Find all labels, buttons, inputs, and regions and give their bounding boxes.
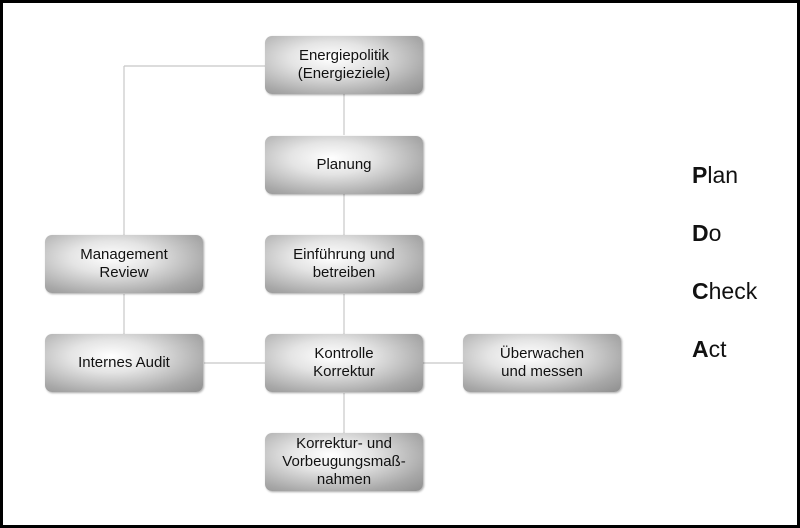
pdca-plan: Plan [692,161,738,189]
pdca-plan-initial: P [692,162,708,188]
box-ueberwachen: Überwachen und messen [463,334,621,392]
pdca-plan-rest: lan [707,162,739,188]
pdca-act-initial: A [692,336,709,362]
box-internes-audit: Internes Audit [45,334,203,392]
pdca-check: Check [692,277,757,305]
box-energiepolitik: Energiepolitik (Energieziele) [265,36,423,94]
pdca-check-initial: C [692,278,709,304]
pdca-do-rest: o [708,220,722,246]
pdca-act: Act [692,335,727,363]
pdca-check-rest: heck [708,278,758,304]
box-korrektur: Korrektur- und Vorbeugungsmaß- nahmen [265,433,423,491]
pdca-do: Do [692,219,721,247]
pdca-act-rest: ct [708,336,727,362]
pdca-do-initial: D [692,220,709,246]
box-einfuehrung: Einführung und betreiben [265,235,423,293]
box-kontrolle: Kontrolle Korrektur [265,334,423,392]
connector-lines [123,65,463,433]
diagram-canvas: Energiepolitik (Energieziele) Planung Ei… [3,3,797,525]
box-planung: Planung [265,136,423,194]
box-management-review: Management Review [45,235,203,293]
